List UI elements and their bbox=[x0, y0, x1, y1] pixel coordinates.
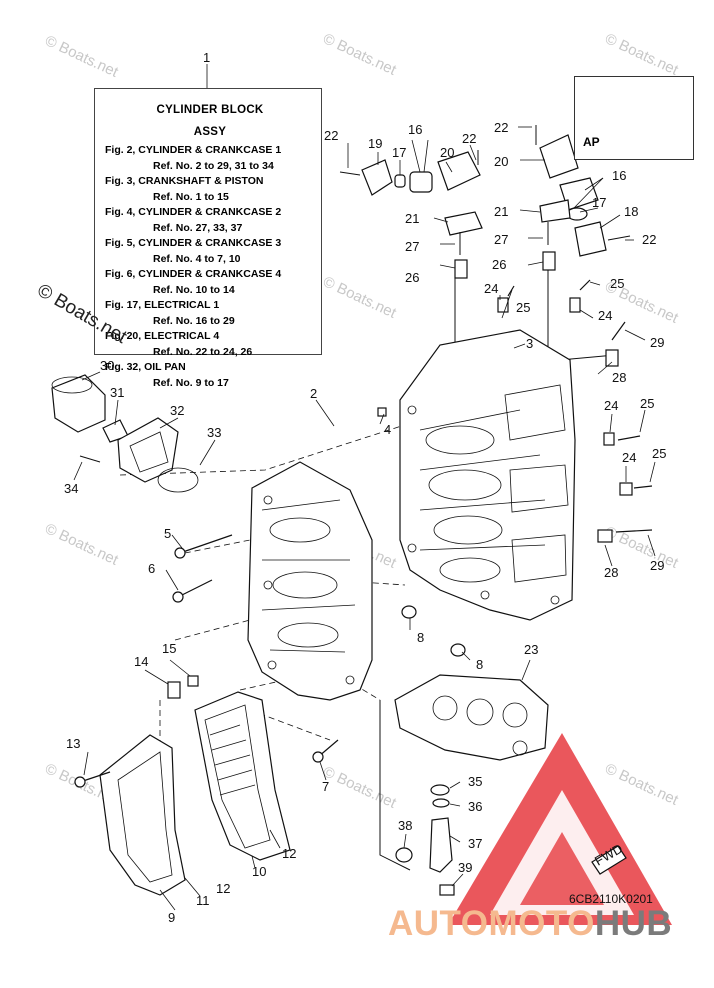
callout-28: 28 bbox=[604, 565, 618, 580]
callout-22: 22 bbox=[462, 131, 476, 146]
callout-34: 34 bbox=[64, 481, 78, 496]
callout-26: 26 bbox=[492, 257, 506, 272]
callout-16: 16 bbox=[612, 168, 626, 183]
callout-9: 9 bbox=[168, 910, 175, 925]
exhaust-cover bbox=[99, 691, 291, 896]
brand-triangle-logo bbox=[448, 733, 672, 925]
ap-inset-box: AP bbox=[574, 76, 694, 160]
callout-7: 7 bbox=[322, 779, 329, 794]
callout-27: 27 bbox=[405, 239, 419, 254]
diagram-code: 6CB2110K0201 bbox=[569, 892, 653, 906]
cylinder-block bbox=[399, 329, 576, 621]
callout-37: 37 bbox=[468, 836, 482, 851]
callout-15: 15 bbox=[162, 641, 176, 656]
callout-24: 24 bbox=[484, 281, 498, 296]
callout-3: 3 bbox=[526, 336, 533, 351]
callout-28: 28 bbox=[612, 370, 626, 385]
brand-part1: AUTOMOTO bbox=[388, 904, 595, 943]
callout-12: 12 bbox=[216, 881, 230, 896]
crankcase-assembly bbox=[247, 461, 373, 701]
leader-lines bbox=[73, 64, 656, 911]
callout-22: 22 bbox=[324, 128, 338, 143]
callout-1: 1 bbox=[203, 50, 210, 65]
callout-31: 31 bbox=[110, 385, 124, 400]
oil-filter-group bbox=[51, 374, 199, 493]
callout-22: 22 bbox=[642, 232, 656, 247]
callout-25: 25 bbox=[640, 396, 654, 411]
callout-27: 27 bbox=[494, 232, 508, 247]
callout-24: 24 bbox=[604, 398, 618, 413]
callout-labels: 1 2 3 4 5 6 7 8 8 9 10 11 12 12 13 14 15… bbox=[64, 50, 666, 925]
watermark-text: © Boats.net bbox=[320, 763, 399, 812]
watermark-text: © Boats.net bbox=[320, 30, 399, 79]
brand-part2: HUB bbox=[594, 904, 673, 943]
callout-19: 19 bbox=[368, 136, 382, 151]
callout-14: 14 bbox=[134, 654, 148, 669]
callout-12: 12 bbox=[282, 846, 296, 861]
callout-32: 32 bbox=[170, 403, 184, 418]
callout-38: 38 bbox=[398, 818, 412, 833]
callout-17: 17 bbox=[392, 145, 406, 160]
watermark-text: © Boats.net bbox=[42, 520, 121, 569]
callout-16: 16 bbox=[408, 122, 422, 137]
callout-24: 24 bbox=[622, 450, 636, 465]
legend-title: CYLINDER BLOCK bbox=[156, 104, 264, 116]
callout-8: 8 bbox=[417, 630, 424, 645]
callout-25: 25 bbox=[610, 276, 624, 291]
callout-8: 8 bbox=[476, 657, 483, 672]
callout-24: 24 bbox=[598, 308, 612, 323]
ap-label: AP bbox=[583, 135, 600, 149]
callout-20: 20 bbox=[494, 154, 508, 169]
callout-35: 35 bbox=[468, 774, 482, 789]
callout-17: 17 bbox=[592, 195, 606, 210]
callout-36: 36 bbox=[468, 799, 482, 814]
legend-subtitle: ASSY bbox=[193, 126, 227, 138]
callout-5: 5 bbox=[164, 526, 171, 541]
callout-4: 4 bbox=[384, 422, 391, 437]
thermostat-housings bbox=[339, 125, 631, 279]
callout-10: 10 bbox=[252, 864, 266, 879]
bolts-and-pins bbox=[74, 279, 653, 788]
callout-25: 25 bbox=[516, 300, 530, 315]
lower-parts bbox=[395, 784, 455, 896]
callout-2: 2 bbox=[310, 386, 317, 401]
callout-20: 20 bbox=[440, 145, 454, 160]
callout-39: 39 bbox=[458, 860, 472, 875]
callout-18: 18 bbox=[624, 204, 638, 219]
callout-29: 29 bbox=[650, 558, 664, 573]
watermark-text: © Boats.net bbox=[602, 30, 681, 79]
callout-25: 25 bbox=[652, 446, 666, 461]
callout-6: 6 bbox=[148, 561, 155, 576]
brand-wordmark: AUTOMOTOHUB bbox=[388, 904, 672, 944]
watermark-text: © Boats.net bbox=[42, 32, 121, 81]
callout-21: 21 bbox=[494, 204, 508, 219]
callout-30: 30 bbox=[100, 358, 114, 373]
callout-11: 11 bbox=[196, 893, 210, 908]
cylinder-head-gasket bbox=[394, 674, 549, 761]
watermark-text: © Boats.net bbox=[602, 760, 681, 809]
callout-33: 33 bbox=[207, 425, 221, 440]
callout-13: 13 bbox=[66, 736, 80, 751]
callout-23: 23 bbox=[524, 642, 538, 657]
cylinder-block-legend: CYLINDER BLOCK ASSY Fig. 2, CYLINDER & C… bbox=[94, 88, 322, 389]
callout-21: 21 bbox=[405, 211, 419, 226]
callout-26: 26 bbox=[405, 270, 419, 285]
callout-29: 29 bbox=[650, 335, 664, 350]
watermark-text: © Boats.net bbox=[320, 273, 399, 322]
callout-22: 22 bbox=[494, 120, 508, 135]
